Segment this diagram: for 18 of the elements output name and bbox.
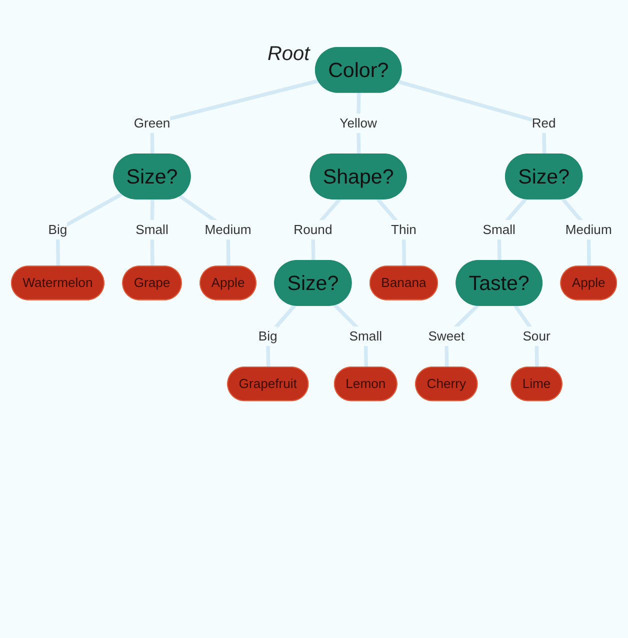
node-caption: Root	[267, 43, 310, 66]
connector	[398, 80, 546, 154]
edge-label: Big	[48, 222, 68, 237]
connector	[56, 192, 124, 267]
edge-label: Medium	[204, 222, 252, 237]
edge-label: Red	[532, 115, 556, 130]
edge-label: Small	[136, 222, 168, 237]
edge-label: Sweet	[428, 328, 465, 344]
edge-label: Round	[294, 222, 332, 237]
edge-label: Yellow	[340, 115, 378, 130]
edge-label: Small	[482, 222, 516, 237]
edge-label: Big	[258, 328, 278, 344]
edge-label: Green	[134, 115, 170, 130]
edge-label: Sour	[522, 328, 550, 344]
edge-label: Thin	[391, 222, 416, 237]
edge-label: Medium	[565, 222, 612, 237]
connector	[266, 304, 296, 368]
edge-label: Small	[349, 328, 382, 344]
